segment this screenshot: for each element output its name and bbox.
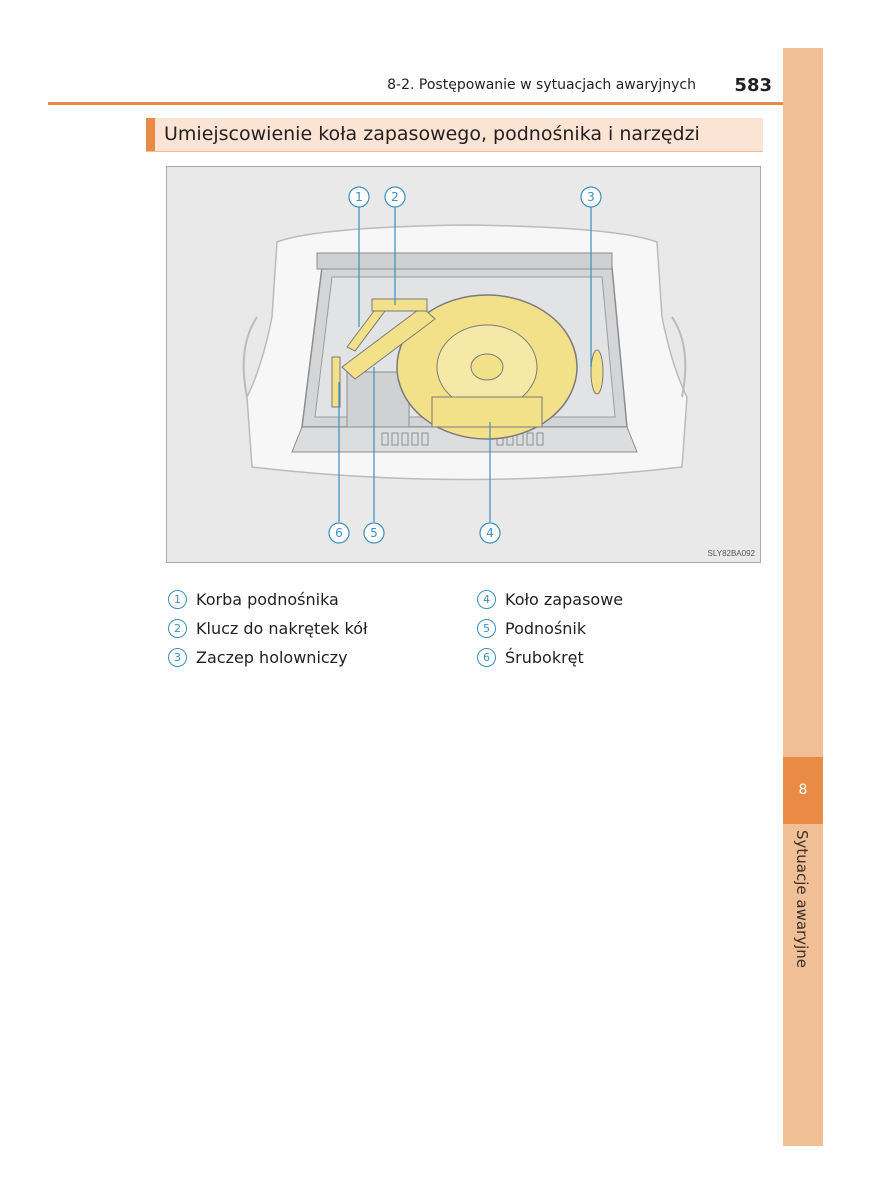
legend-text: Klucz do nakrętek kół (196, 618, 368, 638)
legend-item-3: 3 Zaczep holowniczy (168, 646, 348, 668)
jack (341, 306, 436, 380)
left-taillight (242, 316, 258, 398)
chapter-label-tab: Sytuacje awaryjne (783, 824, 823, 1024)
towing-eyelet (590, 349, 604, 395)
legend-item-6: 6 Śrubokręt (477, 646, 584, 668)
legend-item-1: 1 Korba podnośnika (168, 588, 339, 610)
trunk-drawing: 1 2 3 4 5 6 (242, 186, 688, 544)
legend-text: Podnośnik (505, 618, 587, 638)
figure-code: SLY82BA092 (707, 549, 755, 558)
side-tab (783, 48, 823, 1146)
legend-item-2: 2 Klucz do nakrętek kół (168, 617, 368, 639)
callout-1: 1 (355, 190, 363, 204)
legend-number: 3 (168, 647, 187, 667)
legend-number: 5 (477, 618, 496, 638)
title-accent (146, 118, 155, 151)
chapter-number-tab: 8 (783, 757, 823, 824)
spare-hub (470, 353, 504, 381)
legend-text: Śrubokręt (505, 647, 584, 667)
header-section-title: 8-2. Postępowanie w sytuacjach awaryjnyc… (387, 77, 696, 93)
page-number: 583 (734, 75, 772, 96)
legend-text: Korba podnośnika (196, 589, 339, 609)
callout-6: 6 (335, 526, 343, 540)
legend-number: 4 (477, 589, 496, 609)
legend-text: Koło zapasowe (505, 589, 624, 609)
legend-text: Zaczep holowniczy (196, 647, 348, 667)
callout-3: 3 (587, 190, 595, 204)
legend-item-4: 4 Koło zapasowe (477, 588, 623, 610)
callout-5: 5 (370, 526, 378, 540)
spare-tire-front (431, 396, 543, 428)
legend-number: 2 (168, 618, 187, 638)
lug-wrench (371, 298, 428, 312)
callout-2: 2 (391, 190, 399, 204)
callout-4: 4 (486, 526, 494, 540)
leader-lines (338, 207, 592, 522)
legend-number: 1 (168, 589, 187, 609)
legend-item-5: 5 Podnośnik (477, 617, 586, 639)
legend-number: 6 (477, 647, 496, 667)
chapter-label: Sytuacje awaryjne (793, 830, 811, 968)
screwdriver (331, 356, 341, 408)
trunk-illustration: 1 2 3 4 5 6 SLY82BA092 (166, 166, 761, 563)
cargo-cover (316, 252, 613, 270)
right-taillight (671, 316, 687, 398)
page-title: Umiejscowienie koła zapasowego, podnośni… (164, 123, 700, 145)
header-rule (48, 102, 783, 105)
title-bar: Umiejscowienie koła zapasowego, podnośni… (146, 118, 763, 152)
callout-circles (328, 186, 602, 544)
